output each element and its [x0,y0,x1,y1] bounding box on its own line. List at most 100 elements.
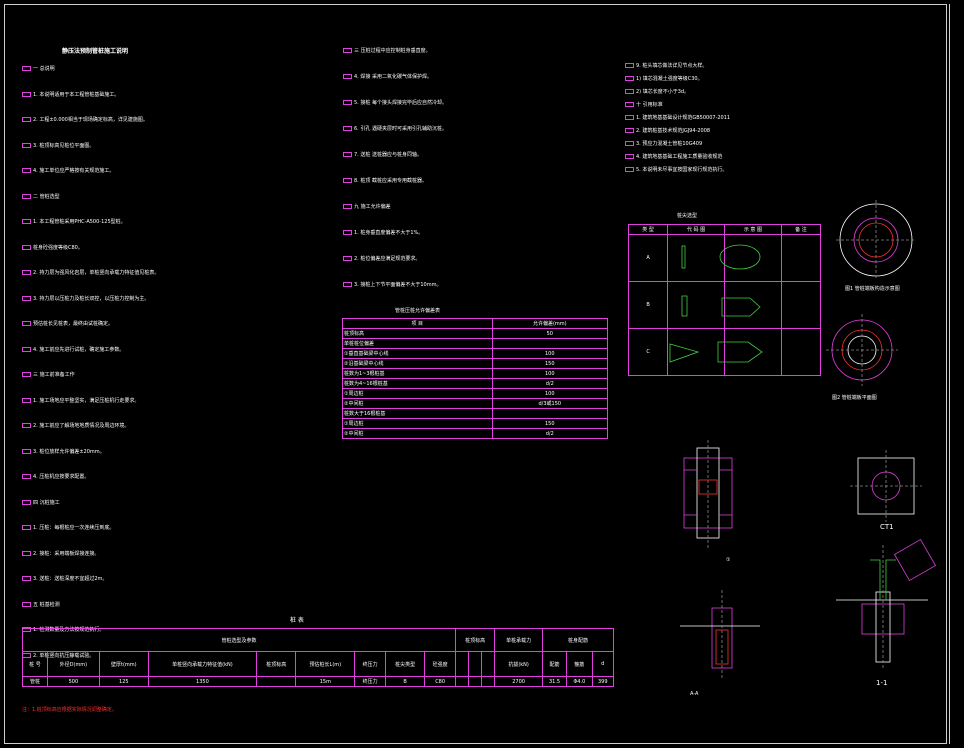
bullet-marker [22,270,31,275]
note-line: 2. 施工前应了解场地地质情况及周边环境。 [33,423,130,429]
pile-header-cell: 桩顶标高 [256,651,297,677]
note-item: 1. 本工程管桩采用PHC-A500-125型桩。 [22,219,126,225]
tip-cell: C [627,328,669,376]
note-item: 5. 接桩 每个接头焊接完毕后应自然冷却。 [343,100,447,106]
bullet-marker [343,204,352,209]
pile-cell: 2700 [494,676,543,687]
pile-header-cell [454,651,470,677]
bullet-marker [625,63,634,68]
note-item: 3. 接桩上下节平面偏差不大于10mm。 [343,282,441,288]
note-item: 3. 桩顶标高见桩位平面图。 [22,142,94,149]
pile-cell: 管桩 [22,676,48,687]
bullet-marker [22,168,31,173]
note-line: 五 桩基检测 [33,601,60,608]
note-line: 2. 接桩：采用端板焊接连接。 [33,550,100,557]
note-item: 三 压桩过程中应控制桩身垂直度。 [343,48,431,54]
pile-cell: Φ4.0 [566,676,593,687]
note-item: 2. 接桩：采用端板焊接连接。 [22,550,100,557]
pile-cell: 终压力 [354,676,387,687]
note-item: 九 施工允许偏差 [343,204,391,210]
note-item: 1. 桩身垂直度偏差不大于1%。 [343,230,423,236]
note-line: 4. 焊接 采用二氧化碳气体保护焊。 [354,74,432,80]
note-item: 4. 压桩机应按要求配置。 [22,474,89,480]
note-item: 4. 焊接 采用二氧化碳气体保护焊。 [343,74,432,80]
note-line: 2. 工程±0.000相当于现场确定标高，详见建施图。 [33,117,148,123]
bullet-marker [343,230,352,235]
pile-table: 管桩选型及参数 桩顶标高 单桩承载力 桩身配筋 桩 号外径D(mm)壁厚t(mm… [22,628,614,687]
table-row: B [627,281,822,329]
note-line: 1. 施工场地应平整坚实，满足压桩机行走要求。 [33,397,140,404]
bullet-marker [22,142,31,148]
note-line: 1. 压桩：每根桩应一次连续压到底。 [33,525,115,531]
bullet-marker [22,91,31,97]
note-line: 预估桩长见桩表，最终由试桩确定。 [33,321,114,327]
pile-header-cell: 抗拔(kN) [494,651,543,677]
tip-cell [780,281,822,329]
note-line: 2. 持力层为强风化岩层，单桩竖向承载力特征值见桩表。 [33,270,160,276]
pile-header-cell [468,651,483,677]
note-line: 2. 建筑桩基技术规范JGJ94-2008 [636,128,711,134]
note-item: 三 施工前准备工作 [22,372,75,378]
pile-cell: 125 [98,676,149,687]
note-item: 4. 建筑地基基础工程施工质量验收规范 [625,154,722,160]
note-item: 1) 填芯混凝土强度等级C30。 [625,76,703,82]
drawing-frame [4,4,947,744]
pile-table-group3: 单桩承载力 [494,628,543,652]
note-item: 6. 引孔 遇硬夹层时可采用引孔辅助沉桩。 [343,126,447,132]
note-line: 4. 施工单位应严格按有关规范施工。 [33,168,115,174]
pile-header-cell: 箍筋 [566,651,593,677]
bullet-marker [22,499,31,505]
bullet-marker [625,141,634,146]
pile-header-cell [481,651,496,677]
note-item: 4. 施工前应先进行试桩，确定施工参数。 [22,346,124,353]
bullet-marker [22,372,31,377]
bullet-marker [22,321,31,326]
note-line: 3. 桩位放样允许偏差±20mm。 [33,448,105,455]
fig1-caption: 图1 管桩端板构造示意图 [845,286,900,292]
pile-header-cell: 单桩竖向承载力特征值(kN) [147,651,258,677]
bullet-marker [625,167,634,172]
note-item: 4. 施工单位应严格按有关规范施工。 [22,168,114,174]
note-item: 2. 持力层为强风化岩层，单桩竖向承载力特征值见桩表。 [22,270,159,276]
pile-table-group4: 桩身配筋 [542,628,614,652]
note-line: 5. 接桩 每个接头焊接完毕后应自然冷却。 [354,100,447,106]
bullet-marker [343,178,352,183]
bullet-marker [343,126,352,131]
bullet-marker [22,397,31,403]
bullet-marker [343,74,352,79]
pile-cell: 500 [46,676,100,687]
bullet-marker [625,128,634,133]
bullet-marker [22,346,31,352]
pile-header-cell: 终压力 [354,651,387,677]
note-line: 5. 本说明未尽事宜按国家现行规范执行。 [636,167,728,173]
tip-cell [780,328,822,376]
pile-cell: C80 [424,676,456,687]
pile-cell [256,676,297,687]
note-line: 十 引用标准 [636,102,663,108]
note-line: 6. 引孔 遇硬夹层时可采用引孔辅助沉桩。 [354,126,447,132]
note-item: 7. 送桩 送桩器应与桩身同轴。 [343,152,422,158]
pile-header-cell: 外径D(mm) [46,651,100,677]
tip-table-title: 桩尖选型 [677,213,698,219]
bullet-marker [22,295,31,301]
note-line: 1) 填芯混凝土强度等级C30。 [636,76,703,82]
note-item: 预估桩长见桩表，最终由试桩确定。 [22,321,113,327]
note-item: 1. 建筑地基基础设计规范GB50007-2011 [625,115,730,121]
note-item: 3. 送桩：送桩深度不宜超过2m。 [22,576,107,582]
note-line: 8. 桩顶 截桩应采用专用截桩器。 [354,178,427,184]
note-line: 桩身砼强度等级C80。 [33,244,83,251]
note-item: 1. 压桩：每根桩应一次连续压到底。 [22,525,114,531]
tip-cell: A [627,234,669,282]
note-line: 3. 送桩：送桩深度不宜超过2m。 [33,576,108,582]
note-line: 9. 桩头填芯做法详见节点大样。 [636,63,708,69]
tip-cell: B [627,281,669,329]
bullet-marker [22,117,31,122]
note-line: 一 总说明 [33,66,55,72]
tip-cell [667,281,725,329]
ct1-label: CT1 [880,523,894,531]
tip-cell [780,234,822,282]
bullet-marker [343,48,352,53]
table-row: C [627,328,822,376]
